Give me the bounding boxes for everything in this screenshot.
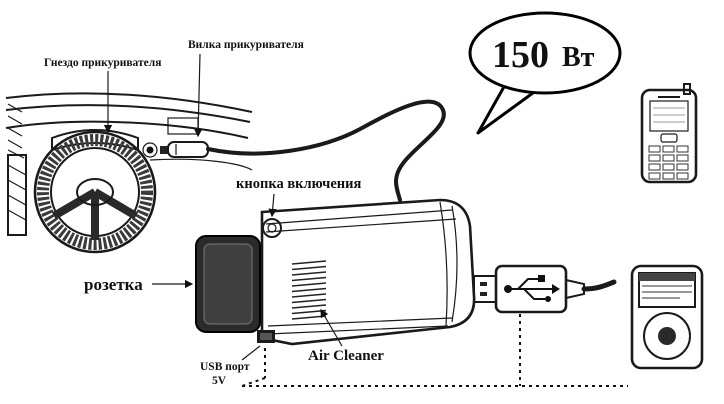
power-cable	[206, 99, 446, 202]
device-usb-port	[257, 330, 275, 343]
callout-labels: Гнездо прикуривателя Вилка прикуривателя…	[44, 39, 384, 387]
label-usb-voltage: 5V	[212, 375, 227, 387]
usb-symbol	[504, 275, 560, 302]
label-air-cleaner: Air Cleaner	[308, 348, 384, 364]
usb-plug-illustration	[473, 264, 617, 314]
label-outlet: розетка	[84, 275, 143, 294]
click-wheel	[643, 312, 691, 360]
label-lighter-plug: Вилка прикуривателя	[188, 39, 304, 51]
socket-face	[195, 235, 261, 333]
power-rating-bubble: 150 Вт	[468, 11, 622, 135]
inverter-illustration	[195, 198, 476, 346]
power-value-text: 150	[492, 34, 549, 76]
label-power-button: кнопка включения	[236, 176, 361, 192]
phone-illustration	[640, 83, 698, 184]
ipod-illustration	[630, 264, 704, 370]
phone-keypad	[648, 145, 689, 180]
pillar-hatching	[7, 103, 25, 159]
lighter-plug	[160, 141, 209, 158]
steering-wheel	[33, 130, 157, 254]
label-lighter-socket: Гнездо прикуривателя	[44, 57, 161, 69]
vent-grille	[291, 260, 327, 320]
dotted-connection-lines	[241, 314, 628, 387]
power-unit-text: Вт	[562, 42, 595, 73]
lighter-socket	[142, 142, 158, 158]
label-usb-port: USB порт	[200, 361, 250, 373]
power-button	[262, 218, 282, 238]
car-dashboard-illustration	[5, 92, 253, 254]
